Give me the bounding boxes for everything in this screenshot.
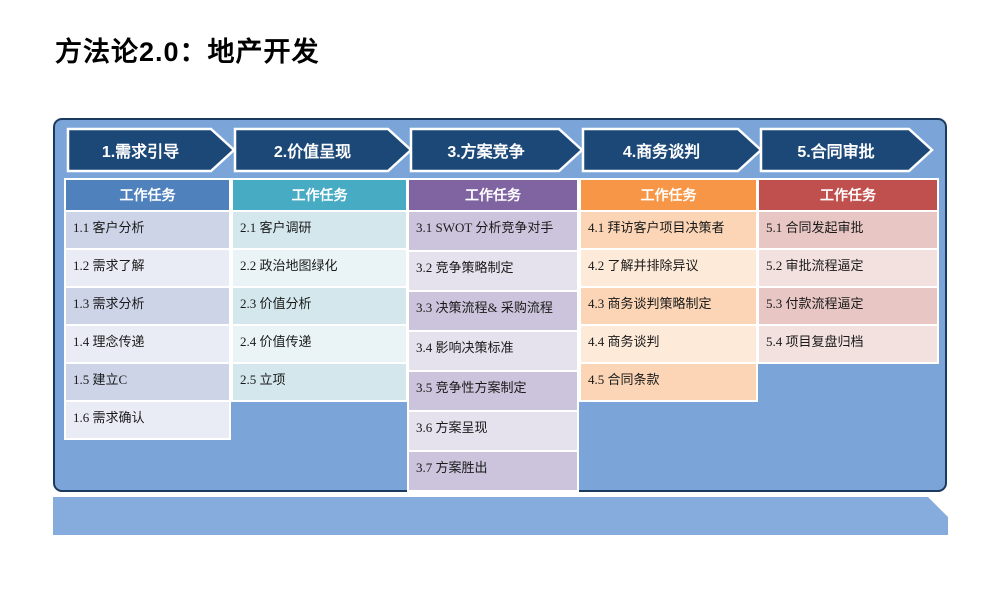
stage-arrow-label: 5.合同审批 [797, 144, 875, 161]
arrow-shape [759, 127, 934, 173]
task-item: 4.2 了解并排除异议 [581, 248, 756, 286]
task-item: 4.4 商务谈判 [581, 324, 756, 362]
task-table-header: 工作任务 [233, 180, 406, 210]
arrow-shape [66, 127, 236, 173]
task-item: 3.3 决策流程& 采购流程 [409, 290, 577, 330]
task-table-header: 工作任务 [409, 180, 577, 210]
page-title: 方法论2.0：地产开发 [55, 37, 320, 67]
task-item: 3.1 SWOT 分析竞争对手 [409, 210, 577, 250]
task-table-header: 工作任务 [66, 180, 229, 210]
task-item: 3.2 竞争策略制定 [409, 250, 577, 290]
task-item: 5.2 审批流程逼定 [759, 248, 937, 286]
task-item: 3.7 方案胜出 [409, 450, 577, 490]
stage-arrow-2: 2.价值呈现 [233, 127, 414, 173]
stage-arrow-3: 3.方案竞争 [409, 127, 585, 173]
task-item: 3.6 方案呈现 [409, 410, 577, 450]
arrow-shape [233, 127, 413, 173]
stage-arrow-5: 5.合同审批 [759, 127, 935, 173]
stage-arrow-label: 1.需求引导 [101, 144, 180, 161]
stage-arrow-label: 3.方案竞争 [447, 144, 525, 161]
stage-arrow-label: 2.价值呈现 [273, 144, 352, 161]
task-item: 1.5 建立C [66, 362, 229, 400]
task-item: 2.4 价值传递 [233, 324, 406, 362]
task-item: 2.2 政治地图绿化 [233, 248, 406, 286]
task-item: 5.1 合同发起审批 [759, 210, 937, 248]
task-item: 4.1 拜访客户项目决策者 [581, 210, 756, 248]
task-item: 1.2 需求了解 [66, 248, 229, 286]
task-item: 3.5 竞争性方案制定 [409, 370, 577, 410]
bottom-band [53, 497, 948, 535]
task-item: 1.3 需求分析 [66, 286, 229, 324]
task-item: 2.3 价值分析 [233, 286, 406, 324]
task-item: 4.3 商务谈判策略制定 [581, 286, 756, 324]
task-table-header: 工作任务 [759, 180, 937, 210]
task-item: 5.4 项目复盘归档 [759, 324, 937, 362]
task-item: 4.5 合同条款 [581, 362, 756, 400]
stage-arrow-label: 4.商务谈判 [622, 144, 701, 161]
task-item: 5.3 付款流程逼定 [759, 286, 937, 324]
task-item: 2.1 客户调研 [233, 210, 406, 248]
task-item: 1.6 需求确认 [66, 400, 229, 438]
arrow-shape [581, 127, 763, 173]
task-item: 1.1 客户分析 [66, 210, 229, 248]
stage-arrow-4: 4.商务谈判 [581, 127, 764, 173]
task-item: 3.4 影响决策标准 [409, 330, 577, 370]
arrow-shape [409, 127, 584, 173]
task-item: 1.4 理念传递 [66, 324, 229, 362]
task-table-header: 工作任务 [581, 180, 756, 210]
stage-arrow-1: 1.需求引导 [66, 127, 237, 173]
task-item: 2.5 立项 [233, 362, 406, 400]
